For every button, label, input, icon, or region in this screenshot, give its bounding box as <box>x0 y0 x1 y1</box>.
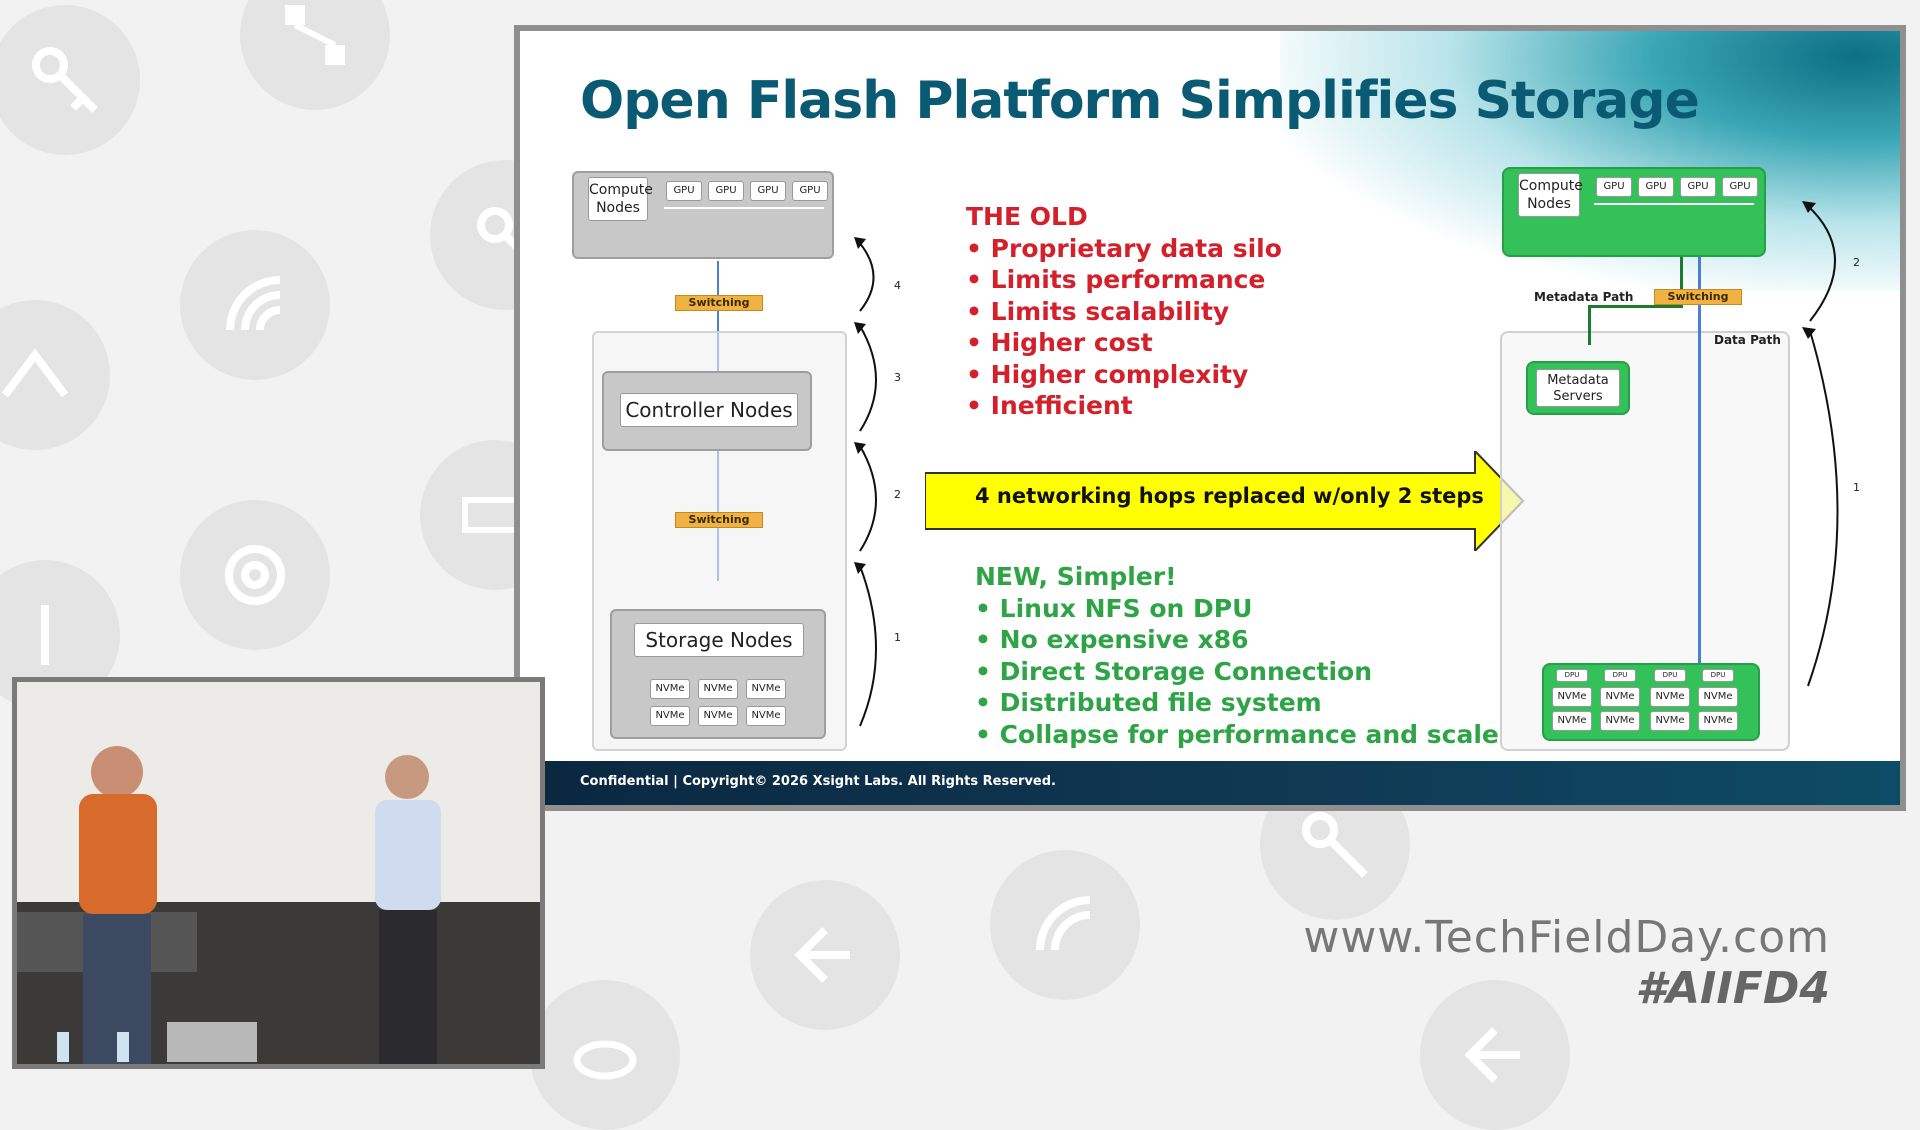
old-compute-label: Compute Nodes <box>588 177 653 221</box>
dpu-storage-array: DPU DPU DPU DPU NVMe NVMe NVMe NVMe NVMe… <box>1542 663 1760 741</box>
dpu-chip: DPU <box>1556 669 1588 682</box>
old-item: • Limits scalability <box>966 296 1230 326</box>
old-switching-top: Switching <box>675 295 763 311</box>
gpu-chip: GPU <box>1722 177 1758 197</box>
old-item: • Proprietary data silo <box>966 233 1282 263</box>
footer-text: Confidential | Copyright© 2026 Xsight La… <box>580 774 1056 789</box>
swirl-icon <box>180 500 330 650</box>
presentation-slide: Open Flash Platform Simplifies Storage C… <box>514 25 1906 811</box>
gpu-chip: GPU <box>1638 177 1674 197</box>
nvme-chip: NVMe <box>746 679 786 699</box>
nvme-chip: NVMe <box>1552 687 1592 707</box>
rack-line <box>664 207 824 209</box>
dpu-chip: DPU <box>1604 669 1636 682</box>
old-heading: THE OLD <box>966 202 1088 231</box>
old-item: • Higher complexity <box>966 359 1249 389</box>
old-item: • Limits performance <box>966 265 1266 294</box>
gpu-chip: GPU <box>708 181 744 201</box>
nvme-chip: NVMe <box>1552 711 1592 731</box>
nvme-chip: NVMe <box>746 706 786 726</box>
nvme-chip: NVMe <box>1698 711 1738 731</box>
wifi-icon <box>990 850 1140 1000</box>
dpu-chip: DPU <box>1702 669 1734 682</box>
hop-number: 1 <box>1853 481 1860 494</box>
gpu-chip: GPU <box>792 181 828 201</box>
metadata-line-vertical <box>1680 257 1683 307</box>
wifi-icon <box>180 230 330 380</box>
gpu-chip: GPU <box>1596 177 1632 197</box>
old-storage-nodes: Storage Nodes NVMe NVMe NVMe NVMe NVMe N… <box>610 609 826 739</box>
hop-number: 4 <box>894 279 901 292</box>
split-arrow-icon <box>750 880 900 1030</box>
new-hop-arrows <box>1802 201 1839 687</box>
speakers-image <box>17 682 540 1064</box>
watermark: www.TechFieldDay.com #AIIFD4 <box>1303 912 1830 1014</box>
cloud-icon <box>530 980 680 1130</box>
hop-number: 3 <box>894 371 901 384</box>
metadata-servers-label: Metadata Servers <box>1536 369 1620 407</box>
new-compute-label: Compute Nodes <box>1518 173 1583 217</box>
banner-text: 4 networking hops replaced w/only 2 step… <box>975 484 1484 508</box>
nvme-chip: NVMe <box>1600 687 1640 707</box>
nvme-chip: NVMe <box>650 679 690 699</box>
old-item: • Inefficient <box>966 391 1133 420</box>
new-switching: Switching <box>1654 289 1742 305</box>
key-icon <box>0 5 140 155</box>
nvme-chip: NVMe <box>650 706 690 726</box>
data-path-line <box>1698 257 1701 682</box>
metadata-servers: Metadata Servers <box>1526 361 1630 415</box>
new-compute-nodes-rack: Compute Nodes GPU GPU GPU GPU <box>1502 167 1766 257</box>
nvme-chip: NVMe <box>1698 687 1738 707</box>
hop-number: 1 <box>894 631 901 644</box>
hop-number: 2 <box>1853 256 1860 269</box>
new-heading: NEW, Simpler! <box>975 562 1177 591</box>
new-item: • No expensive x86 <box>975 625 1249 654</box>
watermark-hashtag: #AIIFD4 <box>1635 963 1830 1014</box>
nvme-chip: NVMe <box>1650 711 1690 731</box>
gpu-chip: GPU <box>1680 177 1716 197</box>
new-approach-list: NEW, Simpler! • Linux NFS on DPU • No ex… <box>975 561 1499 750</box>
slide-title: Open Flash Platform Simplifies Storage <box>580 71 1700 131</box>
nvme-chip: NVMe <box>698 679 738 699</box>
new-item: • Collapse for performance and scale <box>975 719 1499 749</box>
old-controller-nodes: Controller Nodes <box>602 371 812 451</box>
gpu-chip: GPU <box>666 181 702 201</box>
metadata-line-horizontal <box>1588 305 1683 308</box>
new-item: • Direct Storage Connection <box>975 656 1373 686</box>
old-compute-nodes-rack: Compute Nodes GPU GPU GPU GPU <box>572 171 834 259</box>
old-hop-arrows <box>854 237 877 727</box>
flow-icon <box>0 300 110 450</box>
nvme-chip: NVMe <box>1600 711 1640 731</box>
slide-footer: Confidential | Copyright© 2026 Xsight La… <box>520 761 1900 805</box>
nvme-chip: NVMe <box>698 706 738 726</box>
controller-nodes-label: Controller Nodes <box>620 393 798 427</box>
metadata-line-drop <box>1588 305 1591 345</box>
gpu-chip: GPU <box>750 181 786 201</box>
metadata-path-label: Metadata Path <box>1534 290 1634 304</box>
hop-number: 2 <box>894 488 901 501</box>
banner-arrow-icon <box>925 451 1525 551</box>
old-approach-list: THE OLD • Proprietary data silo • Limits… <box>966 201 1282 422</box>
speaker-video-inset <box>12 677 545 1069</box>
storage-nodes-label: Storage Nodes <box>634 623 804 657</box>
rack-line <box>1594 203 1754 205</box>
watermark-url: www.TechFieldDay.com <box>1303 912 1830 963</box>
data-path-label: Data Path <box>1714 333 1781 347</box>
nvme-chip: NVMe <box>1650 687 1690 707</box>
old-item: • Higher cost <box>966 328 1153 357</box>
network-icon <box>240 0 390 110</box>
new-item: • Distributed file system <box>975 688 1322 717</box>
dpu-chip: DPU <box>1654 669 1686 682</box>
old-switching-middle: Switching <box>675 512 763 528</box>
new-item: • Linux NFS on DPU <box>975 593 1253 623</box>
